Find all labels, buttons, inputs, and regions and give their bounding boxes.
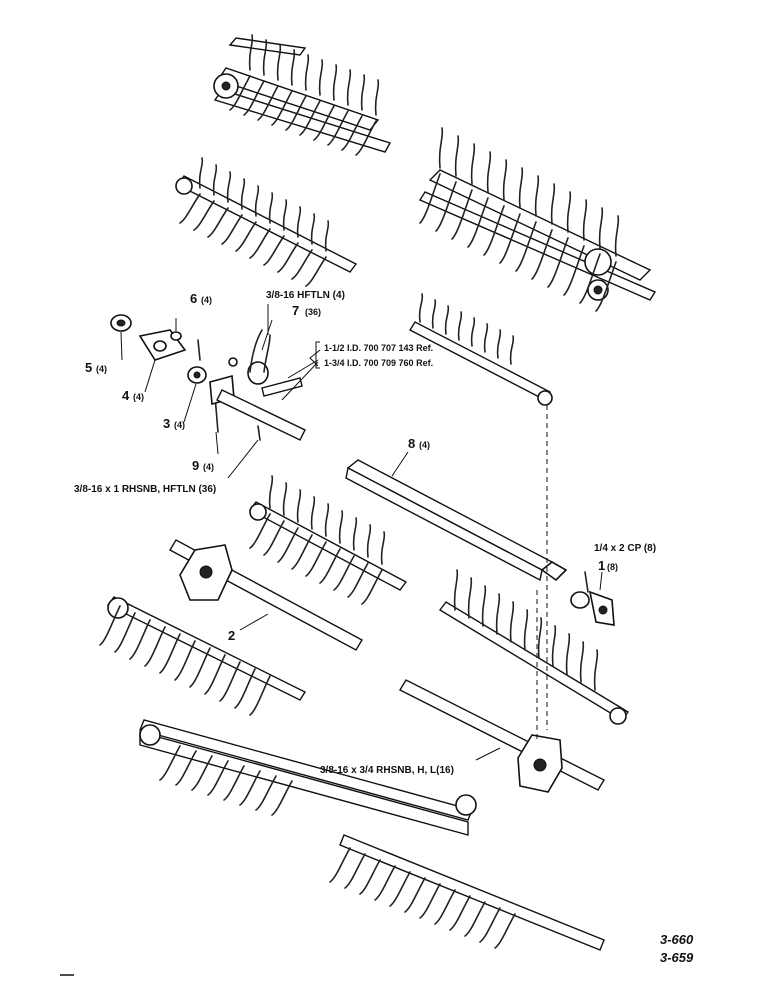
callout-6-number: 6: [190, 291, 197, 306]
callout-1-qty: (8): [607, 562, 618, 572]
note-cotter-pin: 1/4 x 2 CP (8): [594, 543, 656, 554]
tine-coil-spring: [247, 361, 269, 385]
callout-8: 8 (4): [408, 436, 430, 451]
tine-bar-center: [248, 475, 408, 605]
callout-7: 7 (36): [292, 303, 321, 318]
lower-flanged-shaft: [399, 679, 605, 793]
callout-9: 9 (4): [192, 458, 214, 473]
callout-6: 6 (4): [190, 291, 212, 306]
callout-9-qty: (4): [203, 462, 214, 472]
figure-id-1: 3-660: [660, 932, 694, 947]
bearing-parts-group: [110, 314, 235, 433]
note-id-large: 1-3/4 I.D. 700 709 760 Ref.: [324, 358, 433, 368]
callout-8-qty: (4): [419, 440, 430, 450]
tine-bar-top-left: [213, 34, 392, 156]
callout-8-number: 8: [408, 436, 415, 451]
callout-5: 5 (4): [85, 360, 107, 375]
callout-1-number: 1: [598, 558, 605, 573]
callout-1: 1 (8): [598, 558, 618, 573]
figure-id-2: 3-659: [660, 950, 694, 965]
callout-7-number: 7: [292, 303, 299, 318]
tine-bar-middle-right: [409, 293, 553, 406]
callout-2-number: 2: [228, 628, 235, 643]
note-rhsnb-hl: 3/8-16 x 3/4 RHSNB, H, L(16): [320, 765, 454, 776]
callout-6-qty: (4): [201, 295, 212, 305]
callout-9-number: 9: [192, 458, 199, 473]
tine-bar-lower-left: [99, 596, 307, 716]
callout-3-number: 3: [163, 416, 170, 431]
part-2-flanged-shaft: [169, 539, 363, 651]
callout-4: 4 (4): [122, 388, 144, 403]
note-hftln: 3/8-16 HFTLN (4): [266, 290, 345, 301]
tine-bar-top-right: [418, 127, 657, 312]
note-rhsnb-hftln: 3/8-16 x 1 RHSNB, HFTLN (36): [74, 484, 216, 495]
callout-4-number: 4: [122, 388, 130, 403]
callout-3-qty: (4): [174, 420, 185, 430]
callout-4-qty: (4): [133, 392, 144, 402]
tine-bar-bottom: [329, 834, 605, 951]
tine-bar-lower-right: [438, 569, 630, 725]
tine-bar-middle-left: [175, 157, 358, 287]
part-6-nut: [170, 331, 182, 341]
part-8-square-shaft: [345, 459, 568, 582]
callout-5-number: 5: [85, 360, 92, 375]
tine-bar-bottom-left: [139, 719, 477, 836]
upper-shaft: [216, 329, 306, 441]
callout-5-qty: (4): [96, 364, 107, 374]
part-1-bearing-flange: [570, 571, 615, 626]
callout-7-qty: (36): [305, 307, 321, 317]
note-id-small: 1-1/2 I.D. 700 707 143 Ref.: [324, 343, 433, 353]
callout-2: 2: [228, 628, 235, 643]
callout-3: 3 (4): [163, 416, 185, 431]
